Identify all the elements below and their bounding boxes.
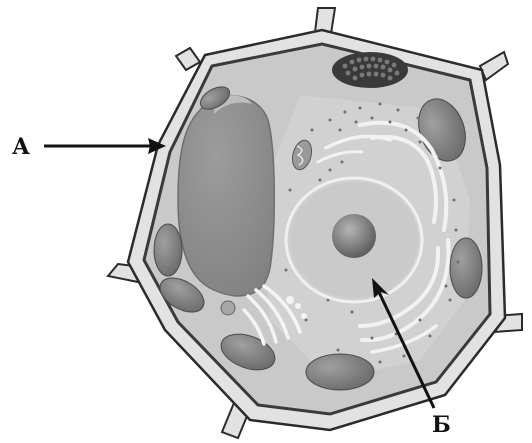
- chloroplast-6: [306, 354, 374, 390]
- nucleolus: [332, 214, 376, 258]
- small-vesicle: [221, 301, 235, 315]
- central-vacuole: [178, 96, 274, 296]
- label-a: А: [12, 136, 30, 158]
- pointer-arrow-a: [44, 138, 166, 154]
- chloroplast-3: [154, 224, 182, 276]
- label-b: Б: [432, 414, 451, 436]
- wall-extension-top-left: [176, 48, 200, 70]
- chloroplast-7: [450, 238, 482, 298]
- nucleus: [286, 178, 422, 302]
- granular-body: [332, 52, 408, 88]
